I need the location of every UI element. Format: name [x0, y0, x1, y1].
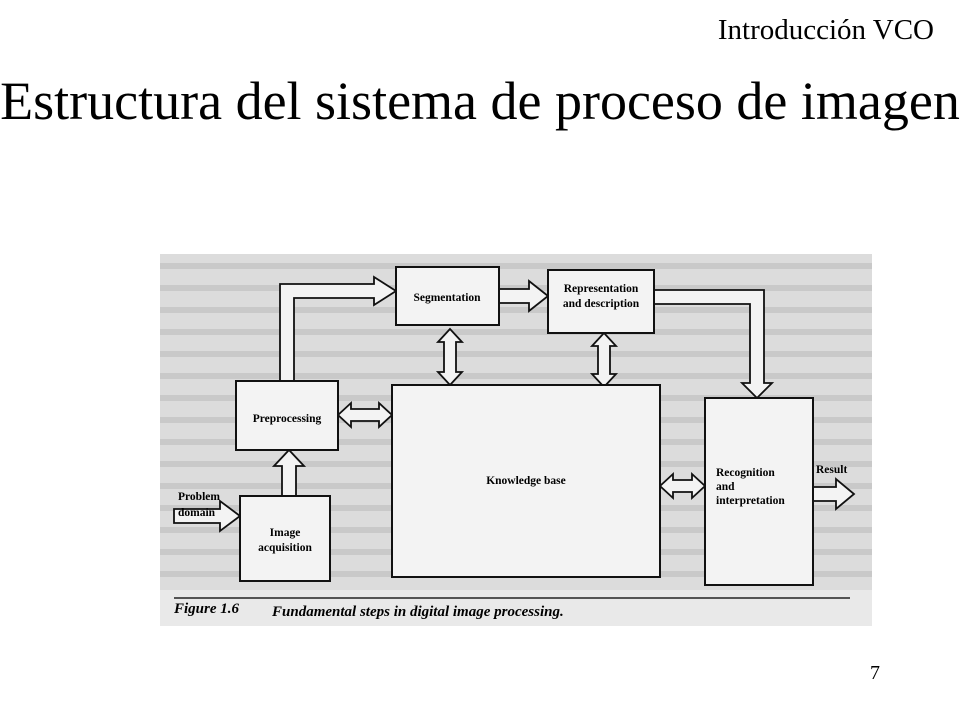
recognition-label-line2: and: [716, 481, 735, 493]
image-acquisition-block: [239, 495, 331, 582]
segmentation-block: [395, 266, 500, 326]
problem-domain-label-line1: Problem: [178, 491, 220, 503]
arrow-representation-to-recognition: [653, 289, 775, 400]
recognition-label-line3: interpretation: [716, 495, 785, 507]
preprocessing-label: Preprocessing: [253, 413, 322, 425]
header-label: Introducción VCO: [717, 14, 934, 46]
result-label: Result: [816, 464, 847, 476]
arrow-preprocessing-to-segmentation: [279, 275, 398, 382]
arrow-problem-to-acquisition: [173, 499, 242, 533]
problem-domain-label-line2: domain: [178, 507, 216, 519]
representation-label-line2: and description: [563, 298, 640, 310]
block-diagram: Segmentation Representation and descript…: [160, 254, 872, 626]
arrow-acquisition-to-preprocessing: [271, 448, 307, 497]
preprocessing-block: [235, 380, 339, 451]
figure-caption-text: Fundamental steps in digital image proce…: [271, 604, 564, 620]
representation-block: [547, 269, 655, 334]
arrow-recognition-to-result: [812, 477, 856, 511]
figure-caption-number: Figure 1.6: [173, 601, 240, 617]
arrow-segmentation-to-representation: [498, 279, 550, 313]
segmentation-label: Segmentation: [413, 292, 481, 304]
acquisition-label-line1: Image: [270, 527, 301, 539]
representation-label-line1: Representation: [564, 283, 639, 295]
recognition-block: [704, 397, 814, 586]
page-number: 7: [870, 662, 880, 684]
scan-bottom: [160, 590, 872, 626]
knowledge-base-label: Knowledge base: [486, 475, 566, 487]
acquisition-label-line2: acquisition: [258, 542, 312, 554]
knowledge-base-block: [391, 384, 661, 578]
scanned-figure: Segmentation Representation and descript…: [160, 254, 872, 626]
slide-title: Estructura del sistema de proceso de ima…: [0, 71, 960, 131]
recognition-label-line1: Recognition: [716, 467, 775, 479]
